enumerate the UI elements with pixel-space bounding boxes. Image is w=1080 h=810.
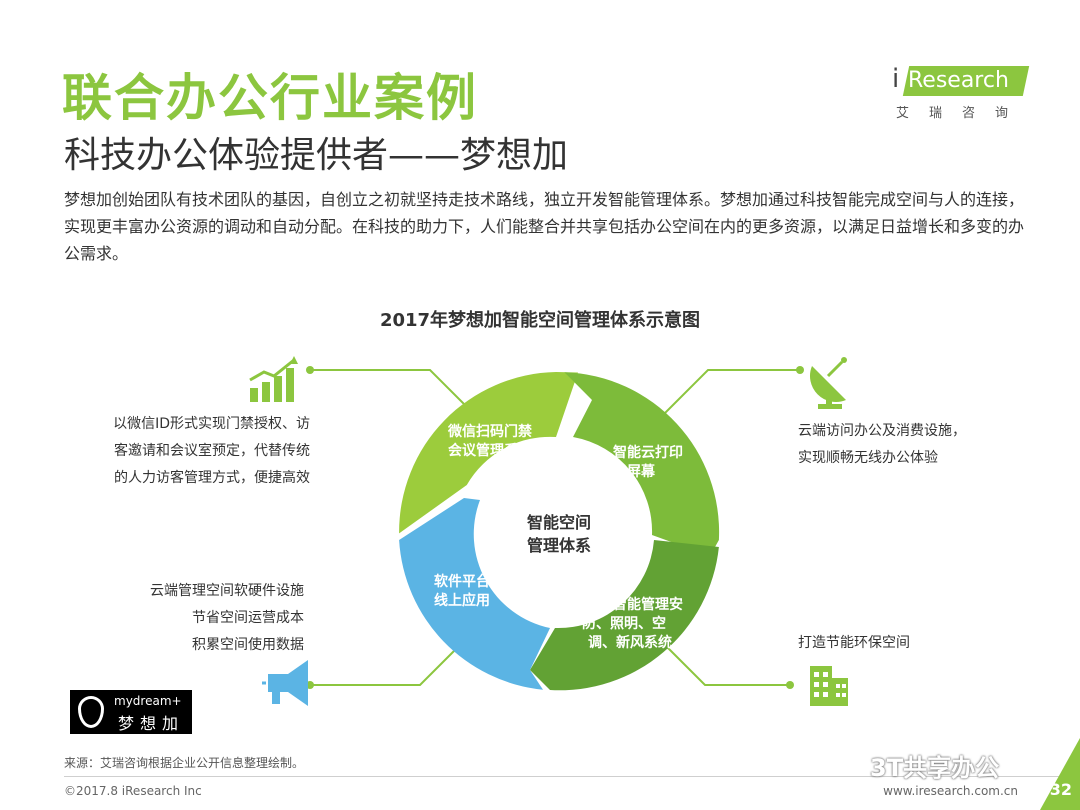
page-number: 32 bbox=[1049, 780, 1072, 799]
mydream-logo-en: mydream+ bbox=[114, 694, 182, 708]
callout-top-left: 以微信ID形式实现门禁授权、访 客邀请和会议室预定，代替传统 的人力访客管理方式… bbox=[96, 411, 310, 492]
segment-label-print-1: 智能云打印 bbox=[612, 444, 683, 461]
segment-label-software-1: 软件平台 bbox=[434, 573, 490, 590]
center-label-2: 管理体系 bbox=[527, 536, 591, 555]
segment-software-platform bbox=[399, 498, 550, 690]
segment-label-wechat-2: 会议管理系统 bbox=[448, 442, 532, 459]
center-circle bbox=[497, 470, 621, 594]
page-subtitle: 科技办公体验提供者——梦想加 bbox=[64, 135, 569, 176]
segment-label-wechat-1: 微信扫码门禁 bbox=[447, 423, 532, 440]
mydream-logo-cn: 梦想加 bbox=[118, 714, 185, 733]
connector-bottom-left bbox=[310, 639, 466, 686]
logo-i: i bbox=[892, 64, 900, 94]
callout-top-left-line: 的人力访客管理方式，便捷高效 bbox=[114, 470, 310, 486]
callout-bottom-right-line: 打造节能环保空间 bbox=[798, 635, 910, 651]
connector-bottom-right bbox=[661, 641, 790, 686]
mydream-mark-icon bbox=[78, 696, 104, 728]
watermark: 3T共享办公 bbox=[870, 754, 1000, 782]
callout-top-right: 云端访问办公及消费设施， 实现顺畅无线办公体验 bbox=[798, 418, 1018, 472]
mydream-logo: mydream+ 梦想加 bbox=[70, 690, 192, 734]
page-title: 联合办公行业案例 bbox=[62, 69, 478, 127]
segment-cloud-print bbox=[564, 372, 720, 556]
segment-label-remote-3: 调、新风系统 bbox=[588, 634, 672, 651]
connector-top-left bbox=[310, 369, 479, 419]
center-label-1: 智能空间 bbox=[527, 513, 591, 532]
intro-paragraph: 梦想加创始团队有技术团队的基因，自创立之初就坚持走技术路线，独立开发智能管理体系… bbox=[64, 190, 1025, 263]
callout-top-right-line: 实现顺畅无线办公体验 bbox=[798, 450, 938, 466]
callout-top-left-line: 客邀请和会议室预定，代替传统 bbox=[114, 443, 310, 459]
logo-chinese: 艾瑞咨询 bbox=[896, 106, 1029, 121]
diagram-title: 2017年梦想加智能空间管理体系示意图 bbox=[379, 310, 701, 331]
callout-bottom-left-line: 节省空间运营成本 bbox=[192, 610, 304, 626]
source-note: 来源：艾瑞咨询根据企业公开信息整理绘制。 bbox=[64, 756, 305, 770]
bar-chart-icon bbox=[249, 356, 298, 402]
iresearch-logo: i Research 艾瑞咨询 bbox=[890, 62, 1030, 122]
callout-top-right-line: 云端访问办公及消费设施， bbox=[798, 423, 966, 439]
segment-label-print-2: 云屏幕 bbox=[613, 463, 656, 480]
building-icon bbox=[810, 666, 848, 706]
segment-wechat-access bbox=[399, 372, 578, 534]
segment-label-remote-1: 远程智能管理安 bbox=[585, 596, 683, 613]
copyright: ©2017.8 iResearch Inc bbox=[64, 784, 202, 798]
callout-bottom-left-line: 云端管理空间软硬件设施 bbox=[150, 583, 304, 599]
dot-bottom-right bbox=[786, 681, 794, 689]
satellite-dish-icon bbox=[810, 357, 847, 409]
connector-top-right bbox=[659, 369, 800, 419]
segment-remote-management bbox=[530, 540, 719, 691]
website: www.iresearch.com.cn bbox=[883, 784, 1018, 798]
callout-bottom-left-line: 积累空间使用数据 bbox=[192, 637, 304, 653]
callout-bottom-left: 云端管理空间软硬件设施 节省空间运营成本 积累空间使用数据 bbox=[100, 578, 304, 659]
callout-top-left-line: 以微信ID形式实现门禁授权、访 bbox=[113, 416, 310, 432]
footer-divider bbox=[64, 776, 1080, 777]
segment-label-remote-2: 防、照明、空 bbox=[582, 615, 666, 632]
corner-decoration bbox=[1040, 738, 1080, 810]
callout-bottom-right: 打造节能环保空间 bbox=[798, 630, 998, 657]
segment-label-software-2: 线上应用 bbox=[434, 592, 490, 609]
dot-top-left bbox=[306, 366, 314, 374]
megaphone-icon bbox=[262, 660, 308, 706]
dot-top-right bbox=[796, 366, 804, 374]
